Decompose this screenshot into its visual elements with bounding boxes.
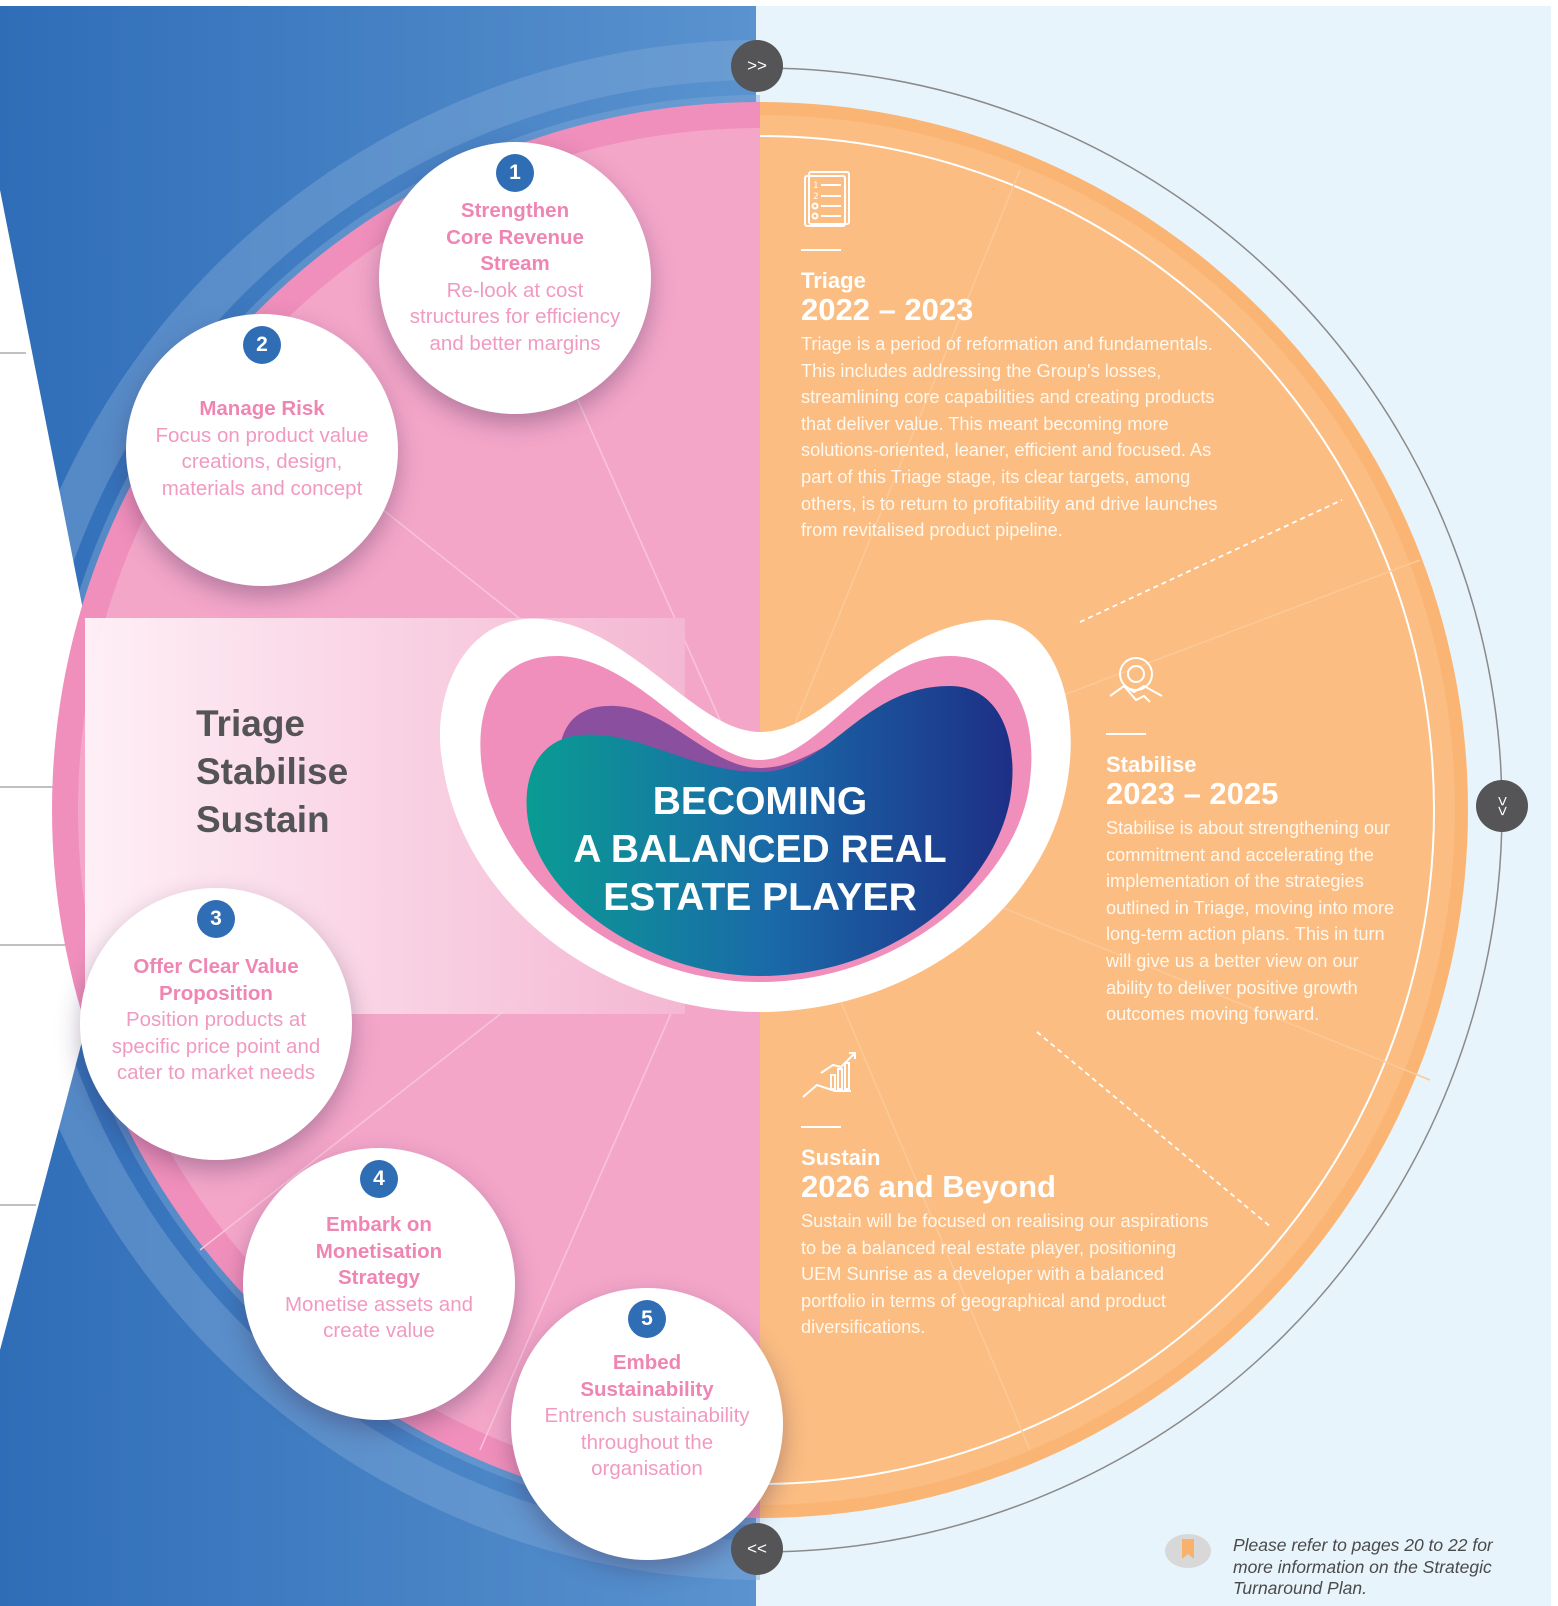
stage-description: Stabilise is about strengthening our com… <box>1106 818 1395 1025</box>
divider <box>1106 733 1146 735</box>
center-title: BECOMING A BALANCED REAL ESTATE PLAYER <box>520 778 1000 922</box>
pillar-description: Entrench sustainability throughout the o… <box>544 1404 750 1480</box>
pillar-number-badge: 4 <box>360 1160 398 1198</box>
pillar-description: Position products at specific price poin… <box>111 1008 321 1084</box>
stage-word-triage: Triage <box>196 703 305 744</box>
stage-word-stabilise: Stabilise <box>196 751 349 792</box>
svg-text:1: 1 <box>813 181 819 191</box>
back-button[interactable]: << <box>731 1523 783 1575</box>
stage-years: 2026 and Beyond <box>801 1169 1056 1204</box>
pillar-description: Monetise assets and create value <box>284 1292 474 1343</box>
stage-label: Stabilise <box>1106 752 1197 777</box>
reference-note: Please refer to pages 20 to 22 for more … <box>1233 1535 1493 1598</box>
center-title-line-2: A BALANCED REAL <box>573 828 947 871</box>
pillar-number-badge: 1 <box>496 154 534 192</box>
pillar-1: 1 Strengthen Core Revenue Stream Re-look… <box>379 142 651 414</box>
stage-sustain: Sustain 2026 and Beyond Sustain will be … <box>801 1045 1211 1341</box>
stage-list: Triage Stabilise Sustain <box>196 700 348 844</box>
pillar-title: Strengthen Core Revenue Stream <box>446 199 584 275</box>
stage-triage: 1 2 Triage 2022 – 2023 Triage is a perio… <box>801 168 1241 544</box>
pillar-title: Manage Risk <box>199 397 325 420</box>
stage-years: 2023 – 2025 <box>1106 776 1279 811</box>
pillar-title: Embed Sustainability <box>580 1351 714 1401</box>
center-title-line-1: BECOMING <box>652 780 868 823</box>
center-title-line-3: ESTATE PLAYER <box>603 876 917 919</box>
pillar-number-badge: 5 <box>628 1300 666 1338</box>
pillar-4: 4 Embark on Monetisation Strategy Moneti… <box>243 1148 515 1420</box>
stage-word-sustain: Sustain <box>196 799 330 840</box>
pillar-title: Offer Clear Value Proposition <box>133 955 299 1005</box>
pillar-3: 3 Offer Clear Value Proposition Position… <box>80 888 352 1160</box>
checklist-icon: 1 2 <box>804 171 850 227</box>
down-button[interactable]: >> <box>1476 780 1528 832</box>
pillar-description: Re-look at cost structures for efficienc… <box>409 278 621 355</box>
forward-button[interactable]: >> <box>731 40 783 92</box>
stage-label: Sustain <box>801 1145 881 1170</box>
stage-stabilise: Stabilise 2023 – 2025 Stabilise is about… <box>1106 652 1406 1028</box>
pillar-title: Embark on Monetisation Strategy <box>315 1213 443 1289</box>
divider <box>801 1126 841 1128</box>
pillar-2: 2 Manage Risk Focus on product value cre… <box>126 314 398 586</box>
stage-years: 2022 – 2023 <box>801 292 974 327</box>
handshake-gear-icon <box>1109 657 1163 703</box>
growth-chart-hand-icon <box>802 1052 856 1098</box>
pillar-description: Focus on product value creations, design… <box>155 423 369 500</box>
bookmark-icon <box>1165 1534 1211 1568</box>
pillar-number-badge: 3 <box>197 900 235 938</box>
pillar-number-badge: 2 <box>243 326 281 364</box>
svg-text:2: 2 <box>813 192 819 202</box>
pillar-5: 5 Embed Sustainability Entrench sustaina… <box>511 1288 783 1560</box>
stage-description: Sustain will be focused on realising our… <box>801 1211 1209 1338</box>
divider <box>801 249 841 251</box>
stage-label: Triage <box>801 268 866 293</box>
stage-description: Triage is a period of reformation and fu… <box>801 334 1218 541</box>
